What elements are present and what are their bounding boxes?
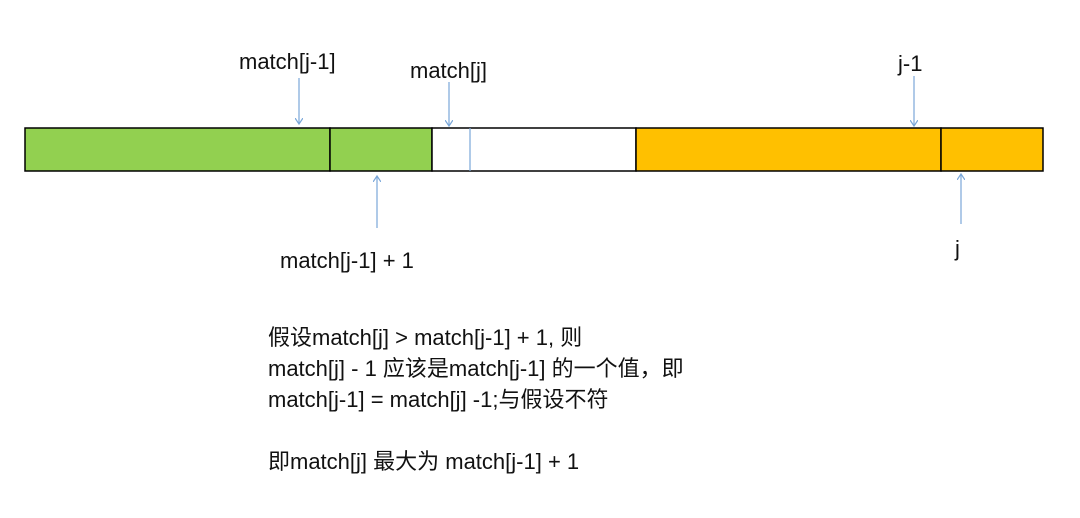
label-j-minus-1: j-1 xyxy=(898,51,923,76)
segment-green-element xyxy=(329,127,433,172)
explanation-text: 假设match[j] > match[j-1] + 1, 则 match[j] … xyxy=(268,322,684,477)
explanation-spacer xyxy=(268,415,684,446)
segment-orange-element xyxy=(940,127,1044,172)
label-match-j-minus-1: match[j-1] xyxy=(239,49,336,74)
label-j: j xyxy=(955,236,960,261)
segment-orange-prefix xyxy=(635,127,942,172)
explanation-line-3: match[j-1] = match[j] -1;与假设不符 xyxy=(268,387,609,412)
explanation-line-1: 假设match[j] > match[j-1] + 1, 则 xyxy=(268,325,583,350)
label-match-j: match[j] xyxy=(410,58,488,83)
explanation-line-2: match[j] - 1 应该是match[j-1] 的一个值，即 xyxy=(268,356,684,381)
explanation-conclusion: 即match[j] 最大为 match[j-1] + 1 xyxy=(268,449,580,474)
segment-green-prefix xyxy=(24,127,331,172)
label-match-j-minus-1-plus-1: match[j-1] + 1 xyxy=(280,248,414,273)
segment-white xyxy=(431,127,637,172)
